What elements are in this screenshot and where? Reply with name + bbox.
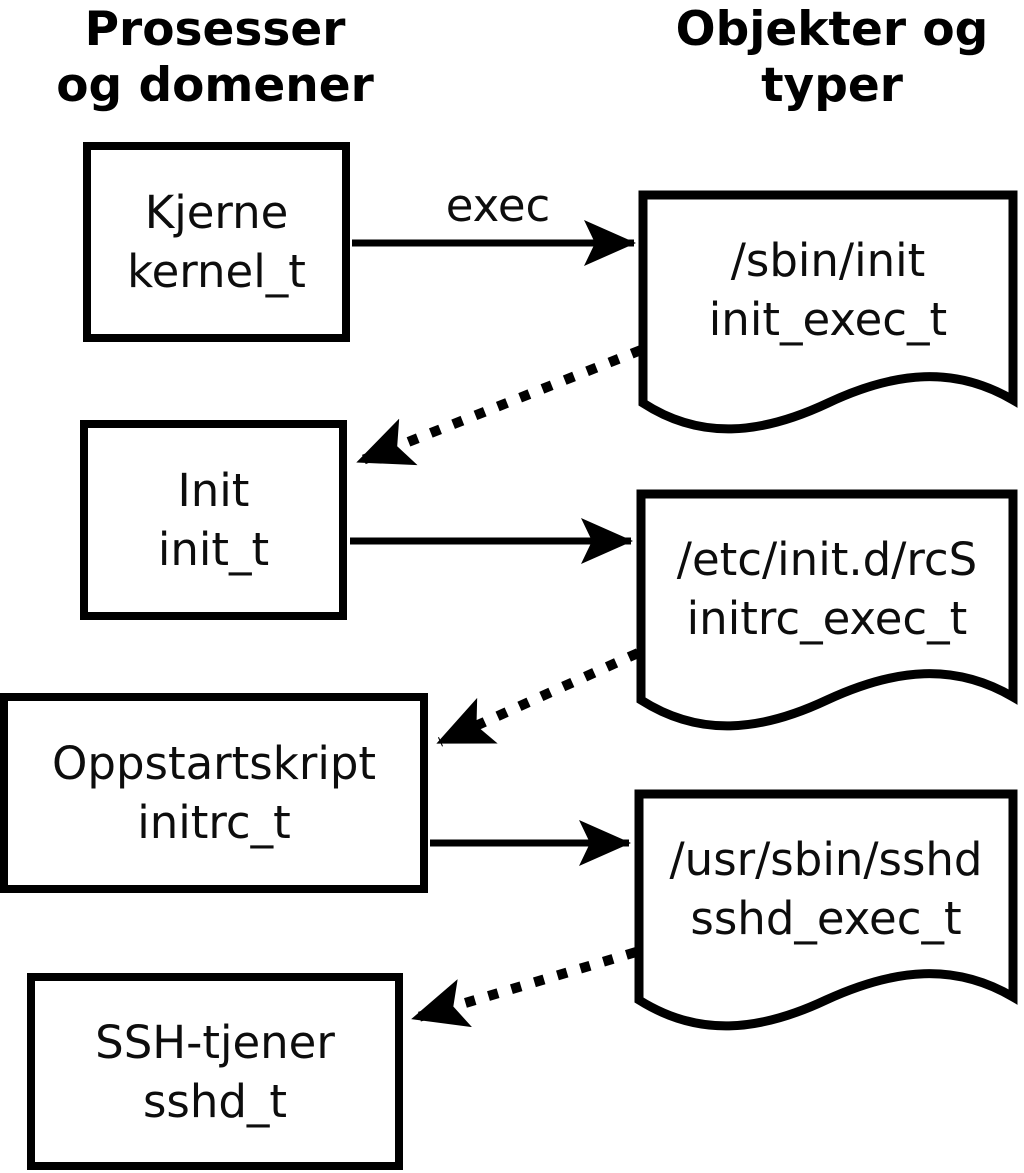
left-column-header-line1: Prosesser — [84, 2, 346, 57]
dotted-arrow-sshd-exec-to-sshd — [411, 947, 638, 1028]
right-column-header: Objekter og typer — [632, 2, 1024, 114]
dotted-arrow-init-exec-to-init — [356, 345, 643, 466]
left-column-header: Prosesser og domener — [15, 2, 415, 114]
process-name: SSH-tjener — [95, 1015, 335, 1069]
right-column-header-line2: typer — [761, 58, 903, 113]
process-type: sshd_t — [142, 1074, 288, 1128]
process-type: initrc_t — [137, 796, 291, 849]
process-box-kernel: Kjerne kernel_t — [83, 142, 350, 342]
process-name: Oppstartskript — [51, 737, 377, 790]
exec-edge-label: exec — [445, 179, 551, 232]
process-type: init_t — [157, 523, 270, 576]
object-doc-usr-sbin-sshd — [634, 789, 1018, 1031]
object-doc-sbin-init — [638, 190, 1018, 434]
process-type: kernel_t — [127, 245, 306, 298]
dotted-arrow-initrc-exec-to-initrc — [436, 648, 641, 747]
process-box-initrc: Oppstartskript initrc_t — [0, 693, 428, 893]
process-box-sshd: SSH-tjener sshd_t — [27, 973, 403, 1170]
right-column-header-line1: Objekter og — [675, 2, 989, 57]
object-doc-etc-initd-rcs — [636, 489, 1018, 731]
left-column-header-line2: og domener — [56, 58, 374, 113]
process-box-init: Init init_t — [80, 420, 347, 620]
process-name: Init — [177, 464, 250, 517]
process-name: Kjerne — [144, 186, 289, 239]
